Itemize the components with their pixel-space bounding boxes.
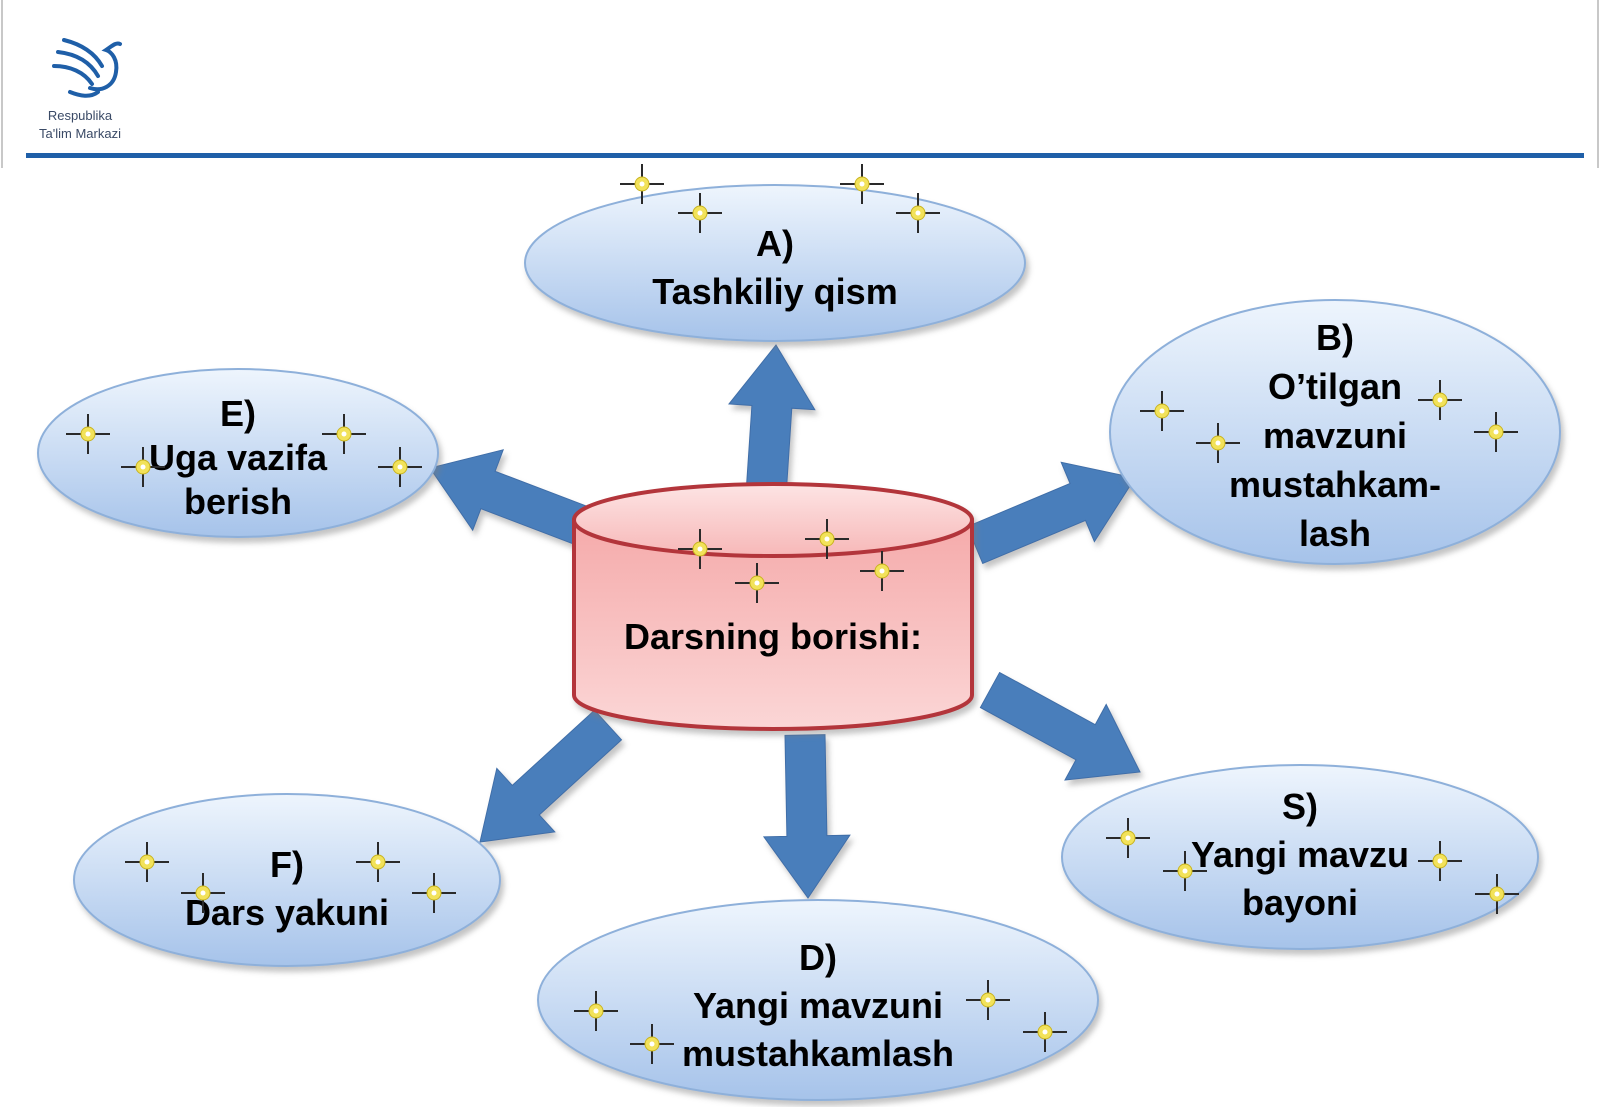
node-d-ellipse	[537, 899, 1099, 1101]
arrow-to-s	[979, 671, 1141, 781]
arrow-to-a	[728, 344, 816, 497]
node-d-label-0: D)	[799, 937, 837, 978]
node-b-label-2: mavzuni	[1263, 415, 1407, 456]
node-a-label-1: Tashkiliy qism	[652, 271, 897, 312]
logo-text-line1: Respublika	[48, 108, 113, 123]
dove-logo-icon	[52, 38, 122, 98]
node-f: F) Dars yakuni	[73, 793, 501, 967]
node-d: D) Yangi mavzuni mustahkamlash	[537, 899, 1099, 1101]
node-d-label-1: Yangi mavzuni	[693, 985, 943, 1026]
node-b-label-1: O’tilgan	[1268, 366, 1402, 407]
node-e-label-1: Uga vazifa	[149, 437, 328, 478]
node-b-label-0: B)	[1316, 317, 1354, 358]
node-a-ellipse	[524, 184, 1026, 342]
arrow-to-e	[429, 449, 588, 545]
node-f-ellipse	[73, 793, 501, 967]
node-e-label-0: E)	[220, 393, 256, 434]
node-a: A) Tashkiliy qism	[524, 184, 1026, 342]
arrow-to-d	[762, 734, 851, 899]
node-s: S) Yangi mavzu bayoni	[1061, 764, 1539, 950]
logo-text-line2: Ta'lim Markazi	[39, 126, 121, 141]
node-b-ellipse	[1109, 299, 1561, 565]
node-b-label-3: mustahkam-	[1229, 464, 1441, 505]
node-b-label-4: lash	[1299, 513, 1371, 554]
center-label: Darsning borishi:	[624, 616, 922, 657]
node-f-label-1: Dars yakuni	[185, 892, 389, 933]
center-cylinder	[572, 482, 974, 731]
node-s-label-0: S)	[1282, 786, 1318, 827]
node-f-label-0: F)	[270, 844, 304, 885]
node-s-label-2: bayoni	[1242, 882, 1358, 923]
node-s-ellipse	[1061, 764, 1539, 950]
node-s-label-1: Yangi mavzu	[1191, 834, 1409, 875]
arrows-group	[429, 344, 1141, 899]
node-e-label-2: berish	[184, 481, 292, 522]
logo: Respublika Ta'lim Markazi	[39, 38, 122, 141]
arrow-to-b	[966, 461, 1136, 565]
node-a-label-0: A)	[756, 223, 794, 264]
node-e-ellipse	[37, 368, 439, 538]
arrow-to-f	[479, 709, 623, 843]
header-rule	[26, 153, 1584, 158]
node-b: B) O’tilgan mavzuni mustahkam-lash	[1109, 299, 1561, 565]
node-d-label-2: mustahkamlash	[682, 1033, 954, 1074]
